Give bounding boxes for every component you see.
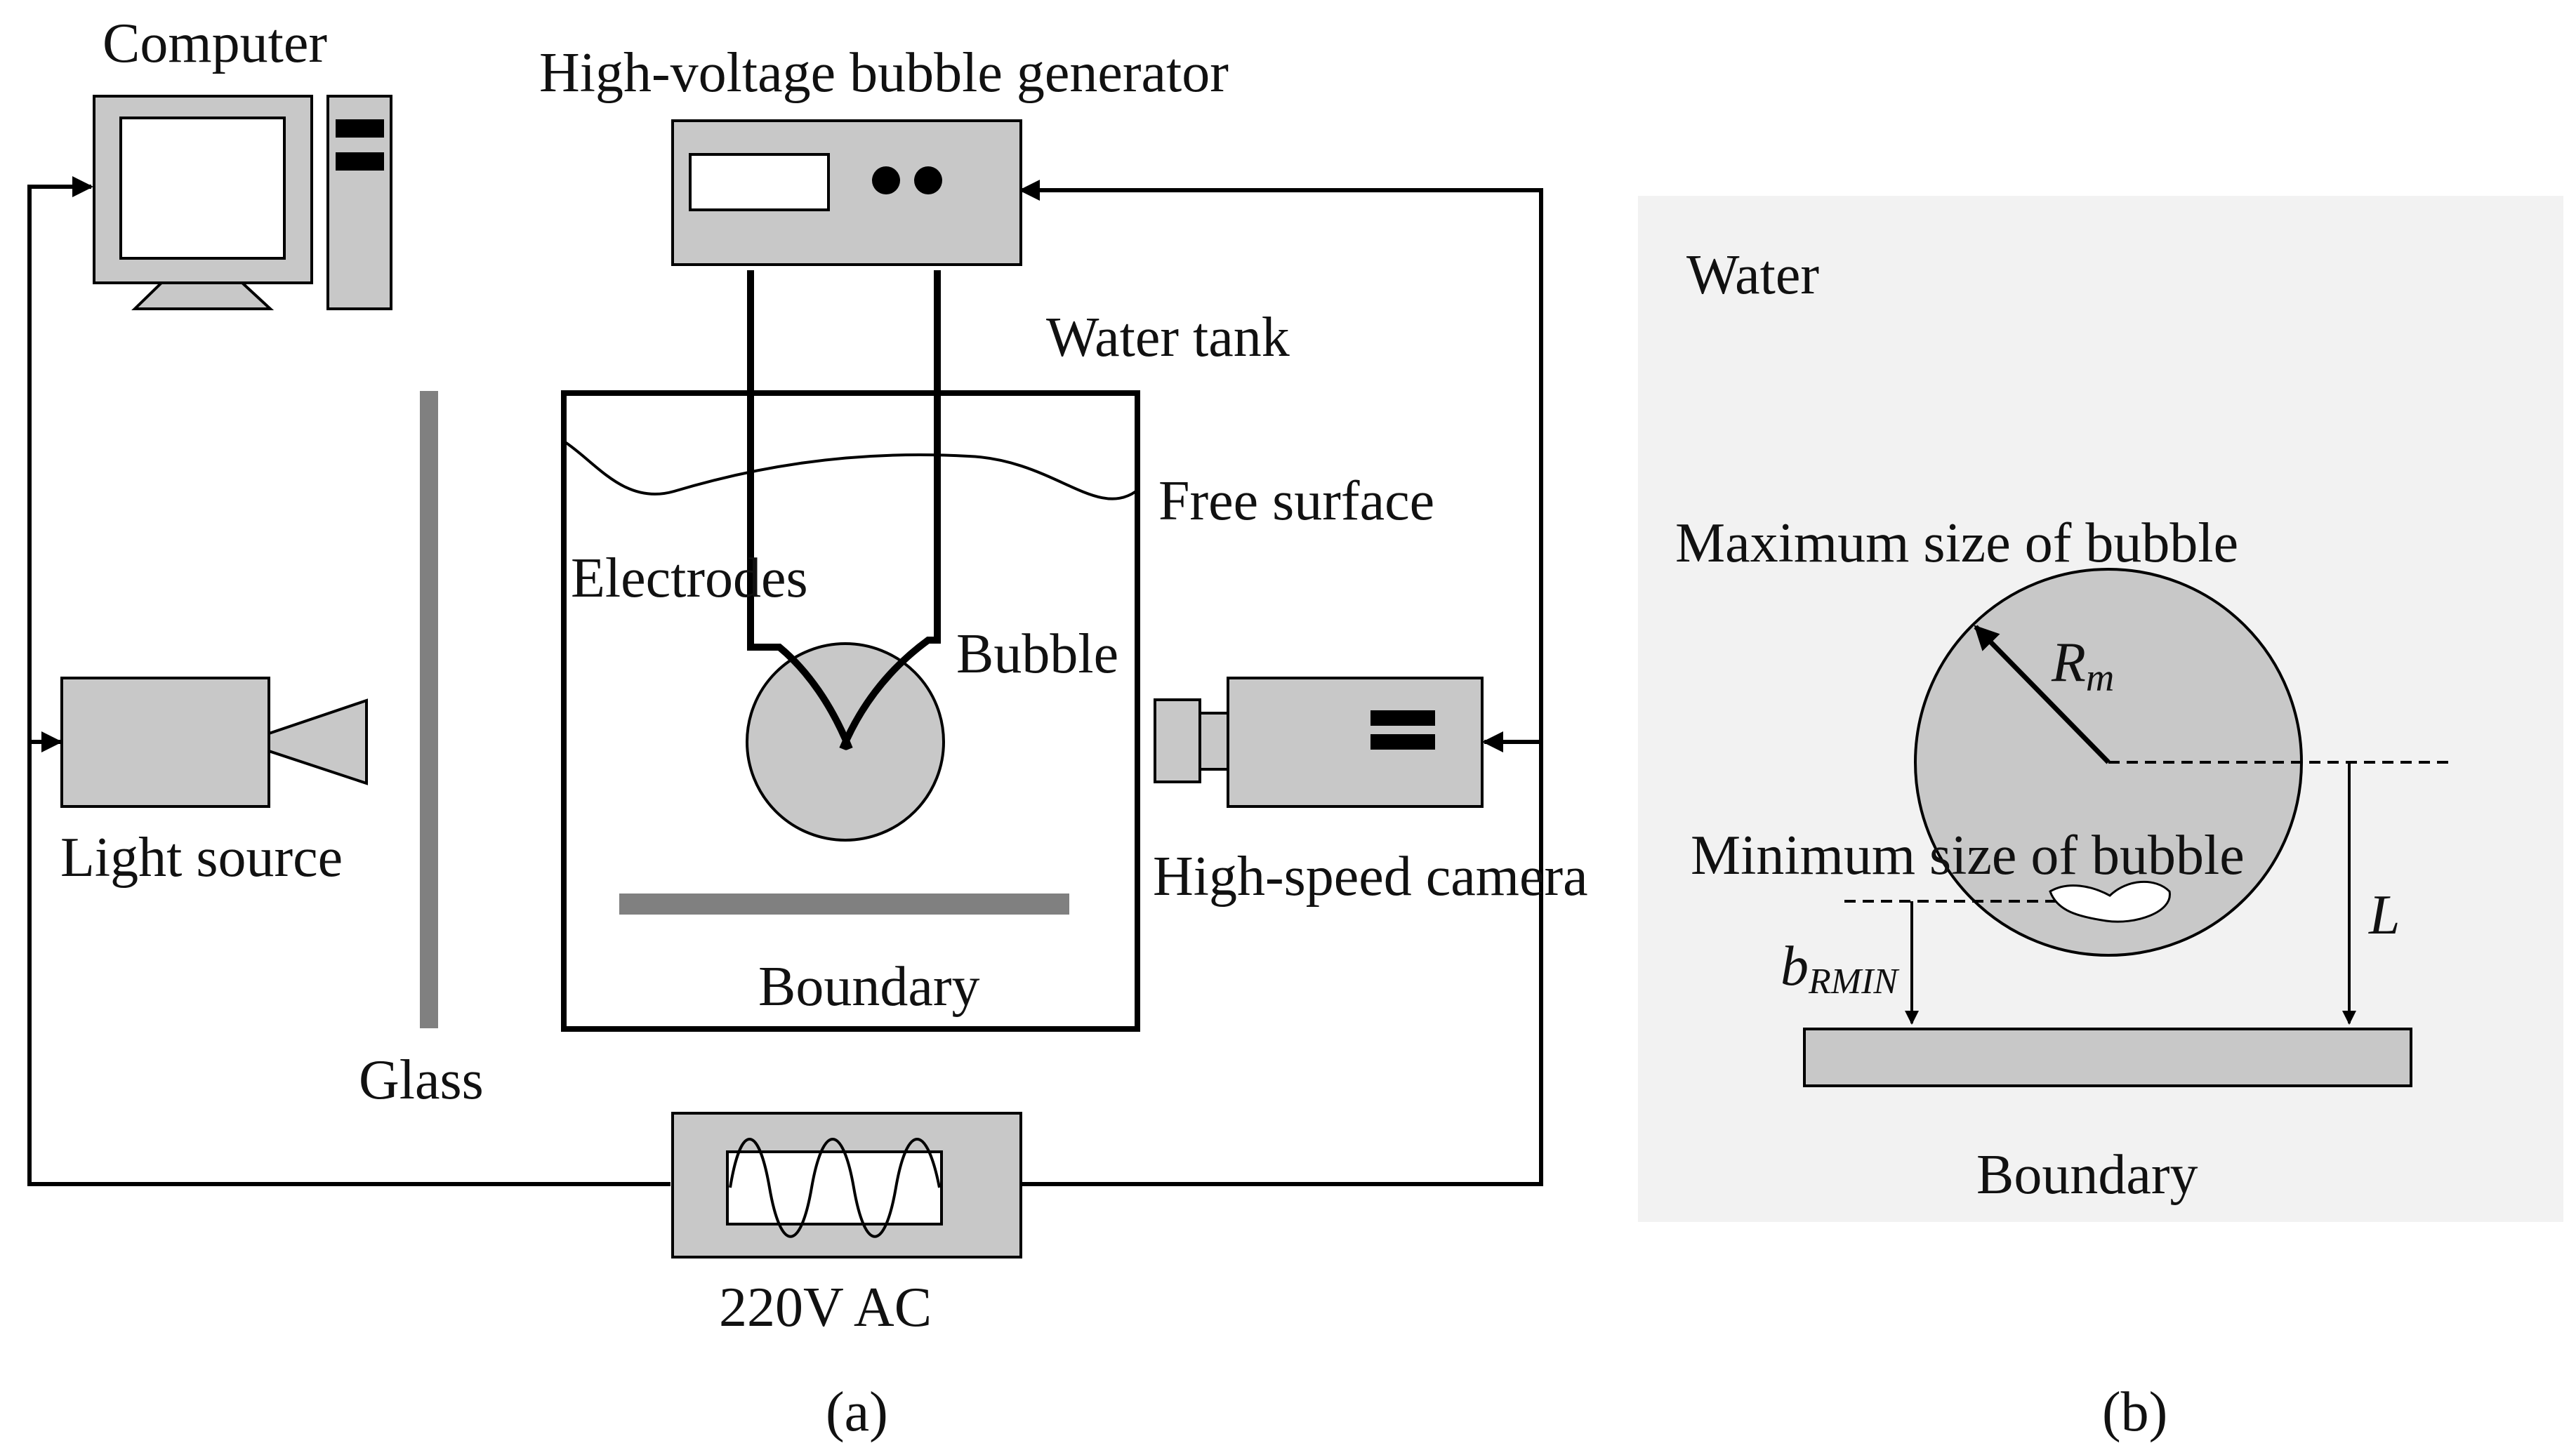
electrodes-label: Electrodes [571, 547, 808, 609]
glass-label: Glass [359, 1049, 484, 1111]
computer-label: Computer [103, 13, 327, 74]
tank-walls [561, 390, 1140, 1032]
camera-mark-1 [1370, 710, 1435, 726]
wire-power-to-computer [27, 176, 671, 1186]
panel-a-caption: (a) [826, 1381, 888, 1443]
high-speed-camera [1154, 677, 1484, 808]
generator-display [689, 153, 830, 211]
electrode-right [839, 270, 941, 750]
water-label: Water [1686, 244, 1819, 306]
water-tank [561, 270, 1140, 1032]
min-bubble-label: Minimum size of bubble [1691, 825, 2245, 886]
panel-b-caption: (b) [2102, 1381, 2167, 1443]
tower-slot-2 [336, 152, 384, 171]
radius-label-main: R [2051, 632, 2086, 693]
tower-slot-1 [336, 119, 384, 138]
panel-b-boundary-label: Boundary [1976, 1144, 2198, 1206]
wiring [27, 176, 1543, 1186]
power-supply-label: 220V AC [719, 1277, 932, 1339]
radius-label: Rm [2051, 632, 2114, 700]
generator-knob-1 [872, 166, 900, 194]
panel-b-boundary [1803, 1028, 2412, 1087]
electrode-left [747, 270, 853, 750]
panel-a: Computer High-voltage bubble generator L… [27, 13, 1588, 1443]
light-source [60, 677, 368, 808]
camera-label: High-speed camera [1153, 846, 1588, 908]
camera-lens-mid [1198, 712, 1229, 771]
monitor-screen [119, 117, 286, 260]
high-voltage-generator [671, 119, 1022, 266]
power-supply [671, 1112, 1022, 1258]
panel-b: Water Maximum size of bubble Rm L Minimu… [1638, 196, 2563, 1443]
glass-panel [420, 391, 438, 1028]
free-surface-line [564, 441, 1137, 500]
light-source-label: Light source [60, 827, 343, 889]
camera-body [1227, 677, 1484, 808]
wire-power-to-generator [1018, 180, 1543, 1186]
boundary-plate [619, 894, 1069, 915]
monitor-stand [131, 281, 275, 310]
distance-b-label-sub: RMIN [1808, 962, 1900, 1002]
light-source-lens [267, 698, 368, 785]
camera-mark-2 [1370, 734, 1435, 750]
radius-label-sub: m [2086, 656, 2114, 700]
sine-wave [729, 1138, 941, 1238]
tank-boundary-label: Boundary [758, 956, 980, 1018]
camera-lens-front [1154, 698, 1201, 783]
free-surface-label: Free surface [1158, 470, 1434, 532]
oscilloscope-window [726, 1150, 943, 1226]
computer [93, 95, 392, 310]
distance-b-label: bRMIN [1781, 936, 1900, 1002]
bubble-label: Bubble [956, 623, 1118, 685]
generator-knob-2 [914, 166, 942, 194]
distance-b-label-main: b [1781, 936, 1809, 997]
radius-arrow [1974, 625, 2111, 764]
generator-label: High-voltage bubble generator [539, 42, 1229, 104]
min-bubble-shape [2049, 880, 2171, 923]
water-tank-label: Water tank [1046, 307, 1290, 368]
max-bubble-label: Maximum size of bubble [1675, 512, 2238, 574]
light-source-body [60, 677, 270, 808]
distance-l-label: L [2368, 884, 2400, 946]
